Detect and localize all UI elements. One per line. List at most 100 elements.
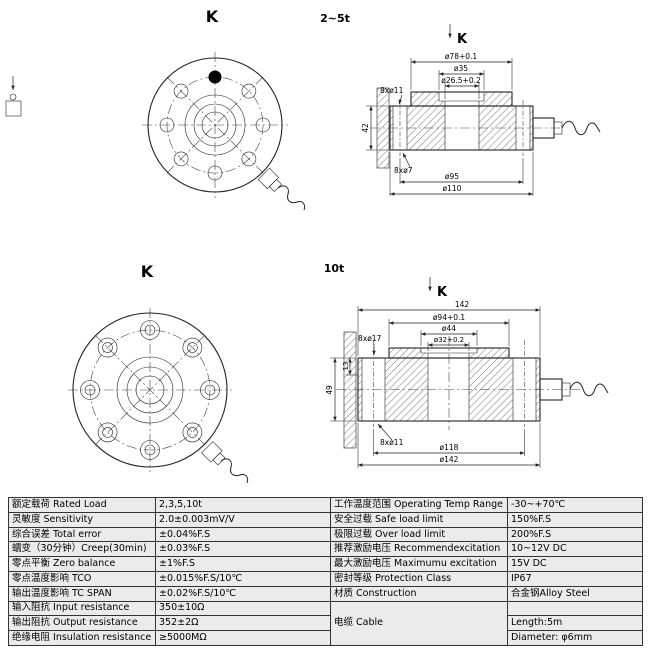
spec-row: 蠕变（30分钟）Creep(30min) ±0.03%F.S 推荐激励电压 Re…: [8, 541, 643, 558]
dim-bore: ø26.5+0.2: [441, 76, 481, 85]
cable-wire: [561, 120, 601, 136]
spec-label: 工作温度范围 Operating Temp Range: [330, 497, 508, 513]
spec-label: 零点温度影响 TCO: [8, 570, 156, 587]
spec-label: 灵敏度 Sensitivity: [8, 511, 156, 528]
front-view-10t: K: [68, 262, 249, 484]
spec-label: 蠕变（30分钟）Creep(30min): [8, 541, 156, 558]
spec-row: 灵敏度 Sensitivity 2.0±0.003mV/V 安全过载 Safe …: [8, 511, 643, 528]
spec-value: 200%F.S: [507, 526, 643, 543]
cable-wire: [220, 458, 249, 484]
spec-value: 350±10Ω: [155, 600, 331, 617]
front-view-2-5t: K: [142, 7, 306, 211]
spec-value: ±0.03%F.S: [155, 541, 331, 558]
boss-outline: [410, 91, 513, 107]
spec-value: 2.0±0.003mV/V: [155, 511, 331, 528]
spec-value: 352±2Ω: [155, 615, 331, 632]
spec-label: 绝缘电阻 Insulation resistance: [8, 630, 156, 646]
spec-label: 推荐激励电压 Recommendexcitation: [330, 541, 508, 558]
spec-label: 材质 Construction: [330, 585, 508, 602]
bolt-hole: [241, 151, 257, 167]
bolt-hole: [159, 117, 175, 133]
bolt-hole: [241, 83, 257, 99]
outer-flange-circle: [72, 312, 228, 468]
section-label-top: K: [457, 32, 468, 47]
spec-value: Length:5m: [507, 615, 643, 632]
section-view-2-5t: 2~5t K ø78+0.1 ø35: [320, 12, 601, 196]
view-label-top: K: [206, 7, 219, 26]
capacity-label-bottom: 10t: [324, 262, 345, 275]
spec-value: [507, 600, 643, 617]
dim-bolt-top: 8xø11: [380, 86, 404, 95]
spec-row: 零点平衡 Zero balance ±1%F.S 最大激励电压 Maximumu…: [8, 556, 643, 572]
spec-label: 输出温度影响 TC SPAN: [8, 585, 156, 602]
spec-label-cable: 电缆 Cable: [330, 600, 508, 646]
dim-bolt-circle: ø95: [445, 172, 459, 181]
dim-boss-od: ø94+0.1: [433, 313, 466, 322]
spec-value: -30~+70℃: [507, 497, 643, 513]
spec-value: ±0.04%F.S: [155, 526, 331, 543]
spec-row: 零点温度影响 TCO ±0.015%F.S/10℃ 密封等级 Protectio…: [8, 570, 643, 587]
spec-value: ≥5000MΩ: [155, 630, 331, 646]
cable-gland: [532, 117, 563, 139]
spec-label: 安全过载 Safe load limit: [330, 511, 508, 528]
bolt-hole: [173, 83, 189, 99]
spec-value: 150%F.S: [507, 511, 643, 528]
dim-boss-od: ø78+0.1: [445, 52, 478, 61]
cable-gland: [539, 378, 571, 401]
bolt-circle: [89, 329, 211, 451]
spec-label: 零点平衡 Zero balance: [8, 556, 156, 572]
spec-value: ±1%F.S: [155, 556, 331, 572]
spec-label: 输入阻抗 Input resistance: [8, 600, 156, 617]
spec-label: 极限过载 Over load limit: [330, 526, 508, 543]
bolt-hole: [173, 151, 189, 167]
dim-outer: ø142: [440, 455, 459, 464]
cable-wire: [569, 381, 609, 397]
spec-value: 15V DC: [507, 556, 643, 572]
spec-row: 输出阻抗 Output resistance 352±2Ω Length:5m: [8, 615, 643, 632]
dim-bolt-bottom: 8xø7: [394, 166, 413, 175]
outer-flange-circle: [147, 57, 283, 193]
spec-value: 合金钢Alloy Steel: [507, 585, 643, 602]
spec-label: 输出阻抗 Output resistance: [8, 615, 156, 632]
spec-value: ±0.015%F.S/10℃: [155, 570, 331, 587]
dim-bolt-circle: ø118: [440, 443, 459, 452]
locating-pin-dot: [208, 70, 222, 84]
technical-drawings: K 2~5t K: [5, 7, 609, 484]
spec-value: IP67: [507, 570, 643, 587]
spec-label: 综合误差 Total error: [8, 526, 156, 543]
bolt-holes: [80, 320, 220, 460]
spec-label: 额定载荷 Rated Load: [8, 497, 156, 513]
spec-row: 额定载荷 Rated Load 2,3,5,10t 工作温度范围 Operati…: [8, 497, 643, 513]
mounting-plate-section: [343, 331, 357, 449]
section-view-10t: 10t K 142 ø94: [324, 262, 609, 468]
dim-plate: 13: [342, 362, 350, 371]
section-label-bottom: K: [437, 285, 448, 300]
spec-value: ±0.02%F.S/10℃: [155, 585, 331, 602]
dim-width: 142: [455, 300, 470, 309]
cable-gland: [201, 441, 226, 466]
cable-gland: [257, 167, 282, 192]
bolt-hole: [207, 165, 223, 181]
cable-wire: [277, 185, 306, 211]
spec-value: Diameter: φ6mm: [507, 630, 643, 646]
spec-row: 输入阻抗 Input resistance 350±10Ω 电缆 Cable: [8, 600, 643, 646]
spec-label: 最大激励电压 Maximumu excitation: [330, 556, 508, 572]
view-label-bottom: K: [141, 262, 154, 281]
dim-outer: ø110: [443, 184, 462, 193]
dim-recess: ø35: [454, 64, 468, 73]
capacity-label-top: 2~5t: [320, 12, 350, 25]
dim-height: 49: [325, 385, 334, 395]
dim-bolt-top: 8xø17: [358, 334, 382, 343]
spec-value: 2,3,5,10t: [155, 497, 331, 513]
dim-recess: ø44: [442, 324, 456, 333]
spec-label: 密封等级 Protection Class: [330, 570, 508, 587]
dim-bolt-bottom: 8xø11: [380, 438, 404, 447]
spec-table: 额定载荷 Rated Load 2,3,5,10t 工作温度范围 Operati…: [8, 497, 643, 646]
load-direction-icon: [5, 76, 22, 117]
dim-bore: ø32+0.2: [434, 336, 464, 344]
spec-row: 绝缘电阻 Insulation resistance ≥5000MΩ Diame…: [8, 630, 643, 646]
spec-row: 输出温度影响 TC SPAN ±0.02%F.S/10℃ 材质 Construc…: [8, 585, 643, 602]
spec-value: 10~12V DC: [507, 541, 643, 558]
bolt-hole: [255, 117, 271, 133]
